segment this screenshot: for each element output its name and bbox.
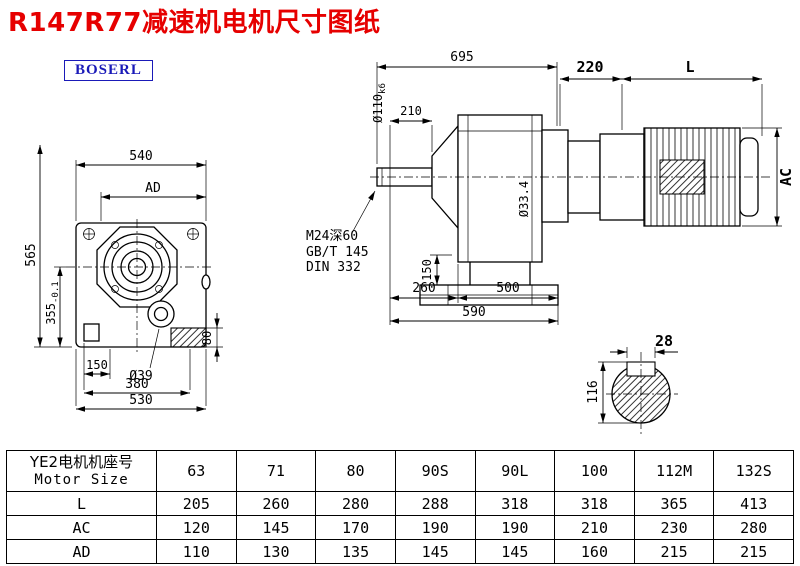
header-motor-size-cn: YE2电机机座号 xyxy=(29,453,134,471)
gearbox-housing xyxy=(457,114,543,263)
cell-AD-132s: 215 xyxy=(713,539,794,564)
size-column-90l: 90L xyxy=(474,450,556,492)
dim-150-side: 150 xyxy=(420,259,434,281)
cell-AD-80: 135 xyxy=(315,539,396,564)
cell-AC-112m: 230 xyxy=(633,515,715,540)
cell-L-90l: 318 xyxy=(474,491,556,516)
cell-L-112m: 365 xyxy=(633,491,715,516)
dim-540: 540 xyxy=(129,149,152,164)
header-motor-size: YE2电机机座号 Motor Size xyxy=(6,450,157,492)
cell-AD-90l: 145 xyxy=(474,539,556,564)
motor-flange xyxy=(541,129,569,223)
dim-116: 116 xyxy=(586,380,601,403)
screw-top-left-icon xyxy=(83,228,95,240)
mount-pad-section xyxy=(170,327,207,348)
size-column-63: 63 xyxy=(156,450,237,492)
dim-28: 28 xyxy=(655,332,673,350)
cell-AC-71: 145 xyxy=(235,515,317,540)
cell-L-132s: 413 xyxy=(713,491,794,516)
dim-210: 210 xyxy=(400,104,422,118)
dim-355: 355-0.1 xyxy=(44,281,61,324)
front-view-dimensions: 540 AD 565 355-0.1 150 Ø39 380 xyxy=(24,145,223,412)
dim-380: 380 xyxy=(125,377,148,392)
row-label-AC: AC xyxy=(6,515,157,540)
dim-80: 80 xyxy=(200,331,214,345)
cell-AD-71: 130 xyxy=(235,539,317,564)
dim-220: 220 xyxy=(576,58,603,76)
cell-AC-132s: 280 xyxy=(713,515,794,540)
size-column-90s: 90S xyxy=(394,450,476,492)
shaft-section-view: 28 116 xyxy=(586,332,678,436)
cell-L-80: 280 xyxy=(315,491,396,516)
dim-L: L xyxy=(685,58,694,76)
dim-AC: AC xyxy=(777,168,795,186)
cell-AC-80: 170 xyxy=(315,515,396,540)
cell-AC-90s: 190 xyxy=(394,515,476,540)
cell-AD-90s: 145 xyxy=(394,539,476,564)
cell-L-63: 205 xyxy=(156,491,237,516)
table-row-L: L 205 260 280 288 318 318 365 413 xyxy=(6,491,794,516)
cell-AC-63: 120 xyxy=(156,515,237,540)
page-title: R147R77减速机电机尺寸图纸 xyxy=(8,8,381,38)
dim-500: 500 xyxy=(496,281,519,296)
size-column-100: 100 xyxy=(554,450,635,492)
dim-565: 565 xyxy=(24,243,39,266)
screw-top-right-icon xyxy=(187,228,199,240)
size-column-112m: 112M xyxy=(633,450,715,492)
cell-AD-63: 110 xyxy=(156,539,237,564)
cell-AC-90l: 190 xyxy=(474,515,556,540)
size-column-71: 71 xyxy=(235,450,317,492)
dim-150-front: 150 xyxy=(86,358,108,372)
foot-pocket xyxy=(83,323,100,342)
note-gbt-standard: GB/T 145 xyxy=(306,245,369,260)
row-label-L: L xyxy=(6,491,157,516)
cell-AD-112m: 215 xyxy=(633,539,715,564)
dim-590: 590 xyxy=(462,305,485,320)
side-boss xyxy=(201,274,211,290)
side-view: 695 220 L Ø110k6 210 M24深60 GB/T 145 DIN… xyxy=(306,50,795,325)
cell-L-71: 260 xyxy=(235,491,317,516)
size-column-80: 80 xyxy=(315,450,396,492)
side-view-dimensions: 695 220 L Ø110k6 210 M24深60 GB/T 145 DIN… xyxy=(306,50,795,325)
brand-logo: BOSERL xyxy=(64,60,153,81)
note-din-standard: DIN 332 xyxy=(306,260,361,275)
dim-530: 530 xyxy=(129,393,152,408)
secondary-bore xyxy=(147,300,175,328)
motor-size-table: YE2电机机座号 Motor Size 63 71 80 90S 90L 100… xyxy=(6,450,794,564)
cell-L-100: 318 xyxy=(554,491,635,516)
front-view: 540 AD 565 355-0.1 150 Ø39 380 xyxy=(24,145,223,412)
note-tap-hole: M24深60 xyxy=(306,229,358,244)
cell-AC-100: 210 xyxy=(554,515,635,540)
dim-hole-dia: Ø39 xyxy=(129,369,152,384)
table-header-row: YE2电机机座号 Motor Size 63 71 80 90S 90L 100… xyxy=(6,450,794,492)
dim-260: 260 xyxy=(412,281,435,296)
table-row-AC: AC 120 145 170 190 190 210 230 280 xyxy=(6,515,794,540)
size-column-132s: 132S xyxy=(713,450,794,492)
table-row-AD: AD 110 130 135 145 145 160 215 215 xyxy=(6,539,794,564)
dim-bore: Ø33.4 xyxy=(517,181,531,217)
dim-695: 695 xyxy=(450,50,473,65)
header-motor-size-en: Motor Size xyxy=(34,472,129,488)
cell-AD-100: 160 xyxy=(554,539,635,564)
row-label-AD: AD xyxy=(6,539,157,564)
dim-shaft-dia: Ø110k6 xyxy=(371,83,388,123)
dim-AD: AD xyxy=(145,181,161,196)
cell-L-90s: 288 xyxy=(394,491,476,516)
